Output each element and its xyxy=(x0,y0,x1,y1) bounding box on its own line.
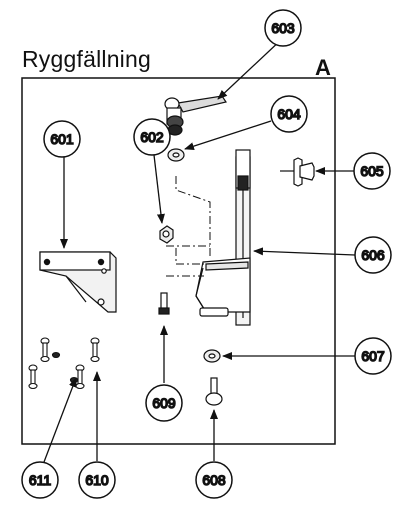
callout-601: 601 xyxy=(43,120,81,158)
callout-label: 604 xyxy=(277,106,301,122)
nut-part xyxy=(159,225,174,244)
washer-607-part xyxy=(203,349,221,363)
column-slide-part xyxy=(195,149,251,326)
assembly-lines xyxy=(166,176,211,277)
callout-label: 611 xyxy=(29,472,52,488)
callout-607: 607 xyxy=(354,337,392,375)
callout-605: 605 xyxy=(353,152,391,190)
lever-handle-part xyxy=(164,95,227,136)
callout-label: 607 xyxy=(361,348,385,364)
panel-frame xyxy=(21,77,336,445)
callout-604: 604 xyxy=(270,95,308,133)
callout-label: 602 xyxy=(140,129,164,145)
callout-608: 608 xyxy=(195,461,233,499)
callout-label: 608 xyxy=(202,472,226,488)
leader-lines xyxy=(43,37,356,463)
pin-608-part xyxy=(205,377,223,406)
callout-609: 609 xyxy=(145,384,183,422)
bracket-part xyxy=(39,251,117,313)
callout-label: 609 xyxy=(152,395,176,411)
diagram-title: Ryggfällning xyxy=(22,46,151,72)
panel-letter: A xyxy=(315,55,331,80)
callout-label: 605 xyxy=(360,163,384,179)
callout-label: 610 xyxy=(85,472,109,488)
knob-part xyxy=(280,157,315,187)
screw-609-part xyxy=(158,292,170,315)
callout-label: 603 xyxy=(271,20,295,36)
screws-610-611-part xyxy=(28,337,100,390)
callout-label: 606 xyxy=(361,247,385,263)
callout-label: 601 xyxy=(50,131,74,147)
callout-610: 610 xyxy=(78,461,116,499)
callout-611: 611 xyxy=(21,461,59,499)
washer-part xyxy=(167,148,185,162)
callout-606: 606 xyxy=(354,236,392,274)
callout-603: 603 xyxy=(264,9,302,47)
callout-602: 602 xyxy=(133,118,171,156)
